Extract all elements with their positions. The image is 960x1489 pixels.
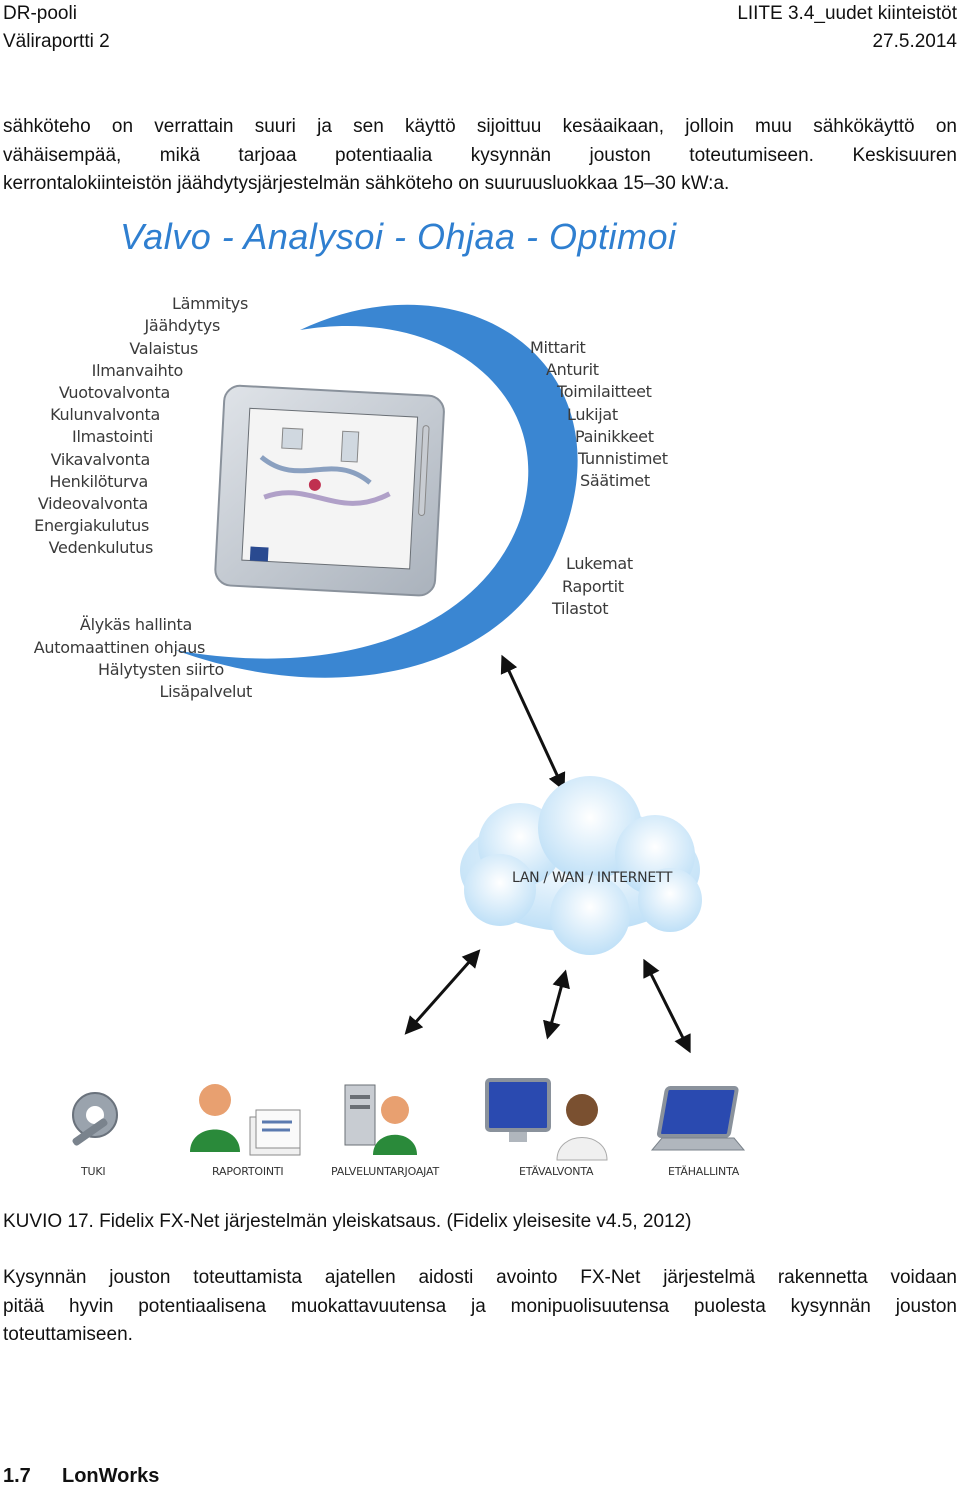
label-alarm-transfer: Hälytysten siirto <box>98 660 224 679</box>
network-cloud <box>460 776 702 955</box>
label-reports: Raportit <box>562 577 624 596</box>
label-additional-services: Lisäpalvelut <box>159 682 253 701</box>
section-number: 1.7 <box>3 1465 31 1487</box>
intro-line-3: kerrontalokiinteistön jäähdytysjärjestel… <box>3 173 730 194</box>
label-heating: Lämmitys <box>171 294 248 313</box>
section-title: LonWorks <box>62 1465 160 1487</box>
arrow-cloud-middle <box>543 969 570 1040</box>
figure-caption: KUVIO 17. Fidelix FX-Net järjestelmän yl… <box>3 1211 692 1232</box>
label-access-control: Kulunvalvonta <box>50 405 160 424</box>
label-personal-safety: Henkilöturva <box>49 472 148 491</box>
label-readers: Lukijat <box>567 405 618 424</box>
label-air-conditioning: Ilmastointi <box>72 427 153 446</box>
label-statistics: Tilastot <box>552 599 609 618</box>
label-ventilation: Ilmanvaihto <box>91 361 184 380</box>
body-line-3: toteuttamiseen. <box>3 1324 133 1345</box>
tablet-device <box>214 384 445 597</box>
system-overview-figure: Valvo - Analysoi - Ohjaa - Optimoi Lämmi… <box>0 210 960 1190</box>
intro-line-1: sähköteho on verrattain suuri ja sen käy… <box>3 116 957 137</box>
cloud-network-label: LAN / WAN / INTERNETT <box>512 870 673 886</box>
header-project: DR-pooli <box>3 3 77 24</box>
arrow-cloud-right <box>643 958 691 1054</box>
label-video-surveillance: Videovalvonta <box>37 494 148 513</box>
label-actuators: Toimilaitteet <box>557 382 652 401</box>
header-date: 27.5.2014 <box>872 31 957 52</box>
arrow-cloud-left <box>404 949 481 1035</box>
label-detectors: Tunnistimet <box>578 449 668 468</box>
label-automatic-control: Automaattinen ohjaus <box>33 638 206 657</box>
body-line-1: Kysynnän jouston toteuttamista ajatellen… <box>3 1267 957 1288</box>
label-sensors: Anturit <box>546 360 599 379</box>
header-report: Väliraportti 2 <box>3 31 110 52</box>
intro-line-2: vähäisempää, mikä tarjoaa potentiaalia k… <box>3 144 957 166</box>
intro-paragraph: sähköteho on verrattain suuri ja sen käy… <box>3 113 957 199</box>
bottom-label-reporting: RAPORTOINTI <box>212 1165 284 1178</box>
label-water-consumption: Vedenkulutus <box>48 538 154 557</box>
bottom-label-remote-management: ETÄHALLINTA <box>668 1165 740 1178</box>
section-heading: 1.7 LonWorks <box>3 1465 159 1488</box>
remote-management-laptop-icon <box>650 1086 746 1151</box>
bottom-label-service-providers: PALVELUNTARJOAJAT <box>331 1165 440 1178</box>
label-leak-monitoring: Vuotovalvonta <box>58 383 170 402</box>
remote-monitoring-icon <box>485 1078 608 1161</box>
page-header-right: LIITE 3.4_uudet kiinteistöt 27.5.2014 <box>737 0 957 56</box>
reporting-person-icon <box>190 1084 301 1156</box>
figure-graphics <box>72 304 746 1161</box>
header-appendix: LIITE 3.4_uudet kiinteistöt <box>737 3 957 24</box>
label-cooling: Jäähdytys <box>144 316 221 335</box>
service-provider-icon <box>344 1084 417 1155</box>
label-controllers: Säätimet <box>580 471 650 490</box>
figure-title: Valvo - Analysoi - Ohjaa - Optimoi <box>120 216 677 257</box>
arrow-tablet-cloud <box>500 654 566 792</box>
label-meters: Mittarit <box>530 338 586 357</box>
body-paragraph: Kysynnän jouston toteuttamista ajatellen… <box>3 1264 957 1350</box>
body-line-2: pitää hyvin potentiaalisena muokattavuut… <box>3 1295 957 1317</box>
label-buttons: Painikkeet <box>575 427 654 446</box>
page-header-left: DR-pooli Väliraportti 2 <box>3 0 110 56</box>
bottom-label-support: TUKI <box>81 1165 106 1178</box>
label-fault-monitoring: Vikavalvonta <box>50 450 151 469</box>
label-energy-consumption: Energiakulutus <box>34 516 149 535</box>
label-smart-control: Älykäs hallinta <box>79 615 192 634</box>
label-readings: Lukemat <box>566 554 633 573</box>
bottom-label-remote-monitoring: ETÄVALVONTA <box>519 1165 594 1178</box>
label-lighting: Valaistus <box>129 339 198 358</box>
support-tools-icon <box>72 1092 118 1146</box>
